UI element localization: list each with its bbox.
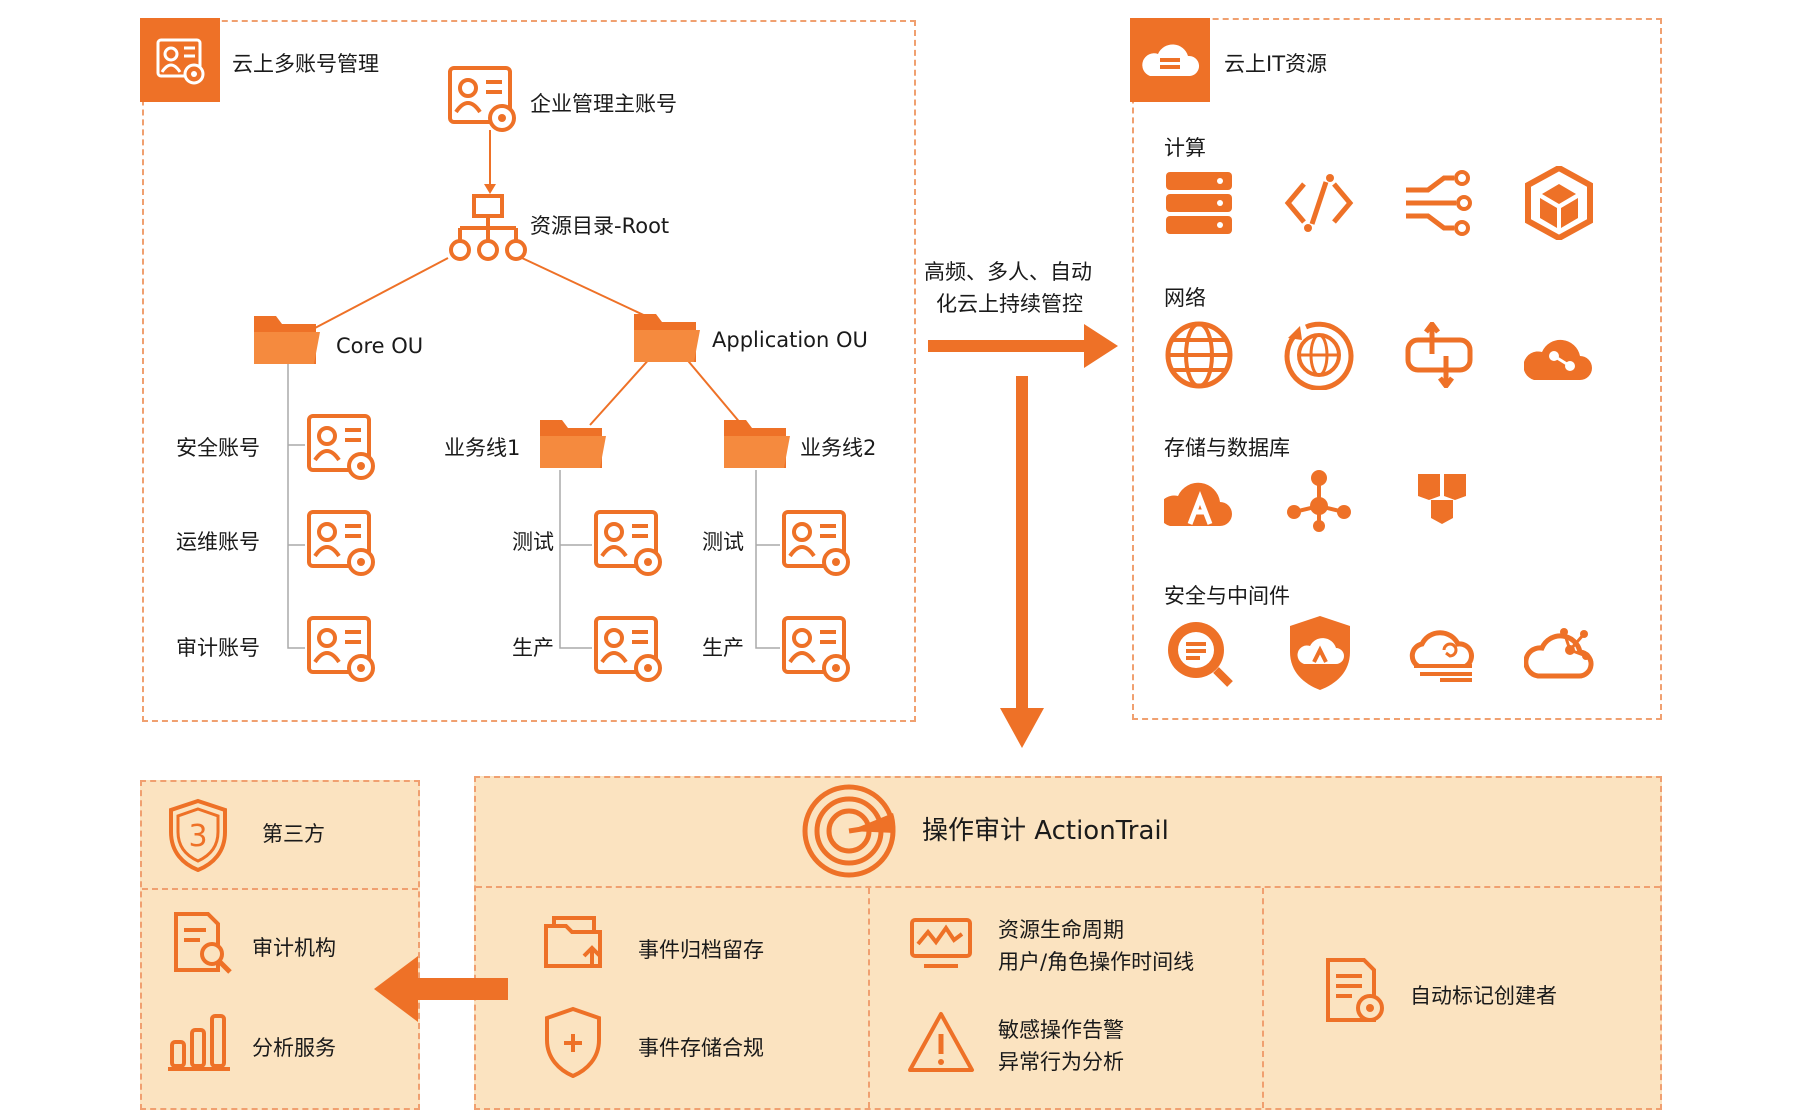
function-compute-icon [1404, 170, 1474, 236]
container-cube-icon [1524, 166, 1594, 240]
audit-account-label: 审计账号 [176, 636, 260, 660]
event-archive-label: 事件归档留存 [638, 938, 764, 962]
bl1-prod-label: 生产 [512, 636, 554, 660]
core-ou-label: Core OU [336, 334, 424, 358]
business-line-1-folder-icon [538, 414, 608, 472]
third-party-divider [142, 888, 418, 890]
bl2-test-account-icon [780, 508, 856, 580]
cloud-shield-icon [1286, 614, 1354, 692]
third-party-title: 第三方 [262, 822, 325, 846]
cloud-resources-header-icon [1130, 18, 1210, 102]
master-account-label: 企业管理主账号 [530, 92, 677, 116]
application-ou-folder-icon [632, 308, 702, 366]
table-store-icon [1414, 470, 1470, 526]
security-account-icon [305, 412, 381, 484]
bl1-test-label: 测试 [512, 530, 554, 554]
section-compute-label: 计算 [1164, 136, 1206, 160]
right-arrow-icon [928, 322, 1118, 370]
actiontrail-panel [474, 776, 1662, 1110]
actiontrail-col-divider-1 [868, 888, 870, 1108]
business-line-2-folder-icon [722, 414, 792, 472]
monitor-timeline-icon [908, 916, 974, 970]
event-archive-icon [542, 912, 608, 972]
actiontrail-radar-icon [800, 782, 898, 880]
oss-storage-icon [1164, 470, 1234, 530]
auto-tag-creator-icon [1322, 956, 1388, 1026]
application-ou-label: Application OU [712, 328, 868, 352]
compliance-shield-icon [542, 1006, 604, 1078]
cloud-network-icon [1524, 326, 1594, 386]
control-label-line2: 化云上持续管控 [936, 292, 1083, 316]
business-line-2-label: 业务线2 [800, 436, 877, 460]
user-role-timeline-label: 用户/角色操作时间线 [998, 950, 1195, 974]
cloud-resources-panel [1132, 18, 1662, 720]
database-graph-icon [1284, 468, 1354, 532]
security-account-label: 安全账号 [176, 436, 260, 460]
root-directory-label: 资源目录-Root [530, 214, 670, 238]
cloud-resources-title: 云上IT资源 [1224, 52, 1328, 76]
warning-icon [906, 1010, 976, 1074]
code-connector-icon [1284, 170, 1354, 236]
section-storage-label: 存储与数据库 [1164, 436, 1290, 460]
bl1-test-account-icon [592, 508, 668, 580]
multi-account-panel [142, 20, 916, 722]
third-party-badge-number: 3 [188, 819, 207, 854]
anomaly-analysis-label: 异常行为分析 [998, 1050, 1124, 1074]
actiontrail-title: 操作审计 ActionTrail [922, 816, 1169, 846]
bl2-prod-label: 生产 [702, 636, 744, 660]
cloud-queue-icon [1404, 624, 1476, 684]
ops-account-label: 运维账号 [176, 530, 260, 554]
cdn-globe-icon [1284, 320, 1354, 390]
section-network-label: 网络 [1164, 286, 1206, 310]
audit-org-label: 审计机构 [252, 936, 336, 960]
master-account-icon [446, 64, 522, 136]
load-balancer-icon [1404, 322, 1474, 388]
bl2-prod-account-icon [780, 614, 856, 686]
left-arrow-icon [374, 956, 508, 1022]
business-line-1-label: 业务线1 [444, 436, 521, 460]
resource-lifecycle-label: 资源生命周期 [998, 918, 1124, 942]
section-security-label: 安全与中间件 [1164, 584, 1290, 608]
third-party-shield-icon: 3 [166, 798, 230, 872]
multi-account-title: 云上多账号管理 [232, 52, 379, 76]
globe-icon [1164, 320, 1234, 390]
auto-tag-creator-label: 自动标记创建者 [1410, 984, 1557, 1008]
third-party-panel [140, 780, 420, 1110]
root-directory-icon [446, 192, 532, 264]
actiontrail-col-divider-2 [1262, 888, 1264, 1108]
cloud-messaging-icon [1524, 620, 1596, 682]
actiontrail-divider [476, 886, 1660, 888]
audit-org-icon [170, 910, 236, 976]
search-service-icon [1164, 618, 1236, 690]
analytics-bar-chart-icon [168, 1012, 230, 1072]
event-compliance-label: 事件存储合规 [638, 1036, 764, 1060]
audit-account-icon [305, 614, 381, 686]
bl2-test-label: 测试 [702, 530, 744, 554]
control-label-line1: 高频、多人、自动 [924, 260, 1092, 284]
sensitive-op-alert-label: 敏感操作告警 [998, 1018, 1124, 1042]
core-ou-folder-icon [252, 310, 322, 368]
bl1-prod-account-icon [592, 614, 668, 686]
down-arrow-icon [998, 376, 1046, 748]
multi-account-header-icon [140, 18, 220, 102]
analytics-service-label: 分析服务 [252, 1036, 336, 1060]
server-icon [1164, 170, 1234, 236]
ops-account-icon [305, 508, 381, 580]
